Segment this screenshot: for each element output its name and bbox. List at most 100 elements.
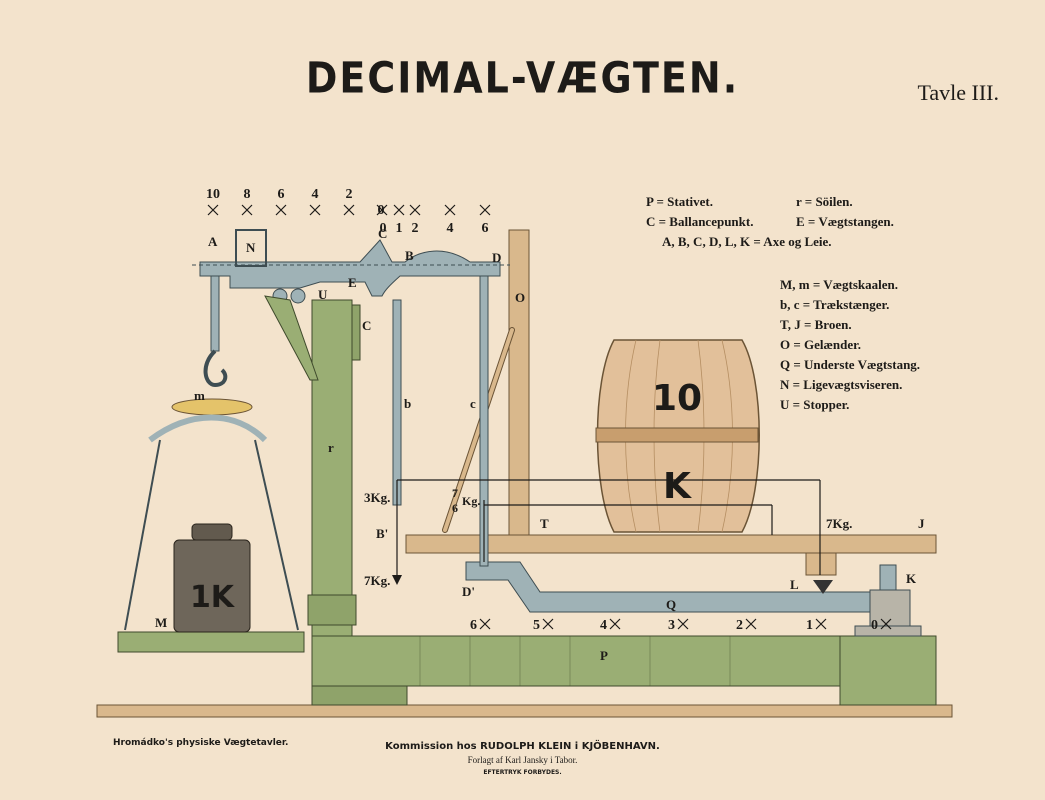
label-m: m	[194, 388, 205, 403]
top-scale-num: 6	[278, 187, 285, 202]
top-scale-num: 8	[244, 187, 251, 202]
column-bracket	[351, 304, 361, 361]
label-C-top: C	[378, 226, 387, 241]
top-scale-num: 10	[206, 187, 220, 202]
railing-post	[508, 229, 530, 536]
weight-7-num: 7	[452, 486, 458, 500]
rod-c	[479, 275, 489, 567]
legend-item: O = Gelænder.	[780, 337, 861, 352]
barrel-label-bottom: K	[663, 466, 692, 507]
footer-series: Hromádko's physiske Vægtetavler.	[113, 738, 289, 748]
top-scale-num: 4	[447, 221, 454, 236]
footer-imprint: Forlagt af Karl Jansky i Tabor.	[467, 755, 578, 765]
legend-r: r = Söilen.	[796, 194, 853, 209]
top-scale-num: 1	[396, 221, 403, 236]
balance-indicator	[235, 229, 267, 267]
label-B-prime: B'	[376, 526, 388, 541]
bearing-k	[879, 564, 897, 591]
footer-publisher: Kommission hos RUDOLPH KLEIN i KJÖBENHAV…	[385, 741, 660, 752]
weight-1k-label: 1K	[190, 580, 236, 615]
stand-foot-left	[311, 685, 408, 706]
label-L: L	[790, 577, 799, 592]
legend-list: M, m = Vægtskaalen. b, c = Trækstænger. …	[780, 275, 920, 415]
weight-1k	[173, 539, 251, 633]
plate-number: Tavle III.	[917, 80, 999, 105]
fulcrum-base	[854, 625, 922, 637]
top-scale: 10 8 6 4 2 0 0 1 2 4 6	[206, 187, 491, 236]
legend-item: Q = Underste Vægtstang.	[780, 357, 921, 372]
legend-c: C = Ballancepunkt.	[646, 214, 754, 229]
label-C: C	[362, 318, 371, 333]
column-collar	[307, 594, 357, 626]
bottom-scale: 6 5 4 3 2 1 0	[470, 618, 892, 633]
top-scale-num: 0	[380, 221, 387, 236]
stand-foot-right	[839, 635, 937, 706]
label-K: K	[906, 571, 917, 586]
weight-7kg-right: 7Kg.	[826, 516, 852, 531]
top-scale-num: 6	[482, 221, 489, 236]
legend-top: P = Stativet. r = Söilen. C = Ballancepun…	[646, 192, 894, 252]
bottom-scale-num: 0	[871, 618, 878, 633]
legend-p: P = Stativet.	[646, 194, 713, 209]
pan-m	[171, 398, 253, 416]
rod-b	[392, 299, 402, 506]
weight-7kg-left: 7Kg.	[364, 573, 390, 588]
label-D: D	[492, 250, 501, 265]
hook-left	[203, 349, 228, 388]
label-b: b	[404, 396, 411, 411]
bottom-scale-num: 5	[533, 618, 540, 633]
knife-edge-l	[813, 580, 833, 594]
legend-item: U = Stopper.	[780, 397, 850, 412]
barrel-hoop	[595, 427, 759, 443]
label-M: M	[155, 615, 167, 630]
floor-board	[96, 704, 953, 718]
weight-handle	[191, 523, 233, 541]
column	[311, 299, 353, 637]
label-c: c	[470, 396, 476, 411]
footer-copyright: EFTERTRYK FORBYDES.	[483, 769, 562, 776]
label-r: r	[328, 440, 334, 455]
arrow-down	[392, 575, 402, 585]
legend-item: M, m = Vægtskaalen.	[780, 277, 899, 292]
column-arm	[264, 295, 319, 381]
page-title: DECIMAL-VÆGTEN.	[305, 53, 740, 103]
label-U: U	[318, 287, 328, 302]
label-P: P	[600, 648, 608, 663]
top-scale-num: 4	[312, 187, 319, 202]
label-B: B	[405, 248, 414, 263]
stopper-u-pin	[290, 288, 306, 304]
pan-platform-M	[117, 631, 305, 653]
platform-leg	[805, 552, 837, 576]
weight-7-den: 6	[452, 501, 458, 515]
force-lines	[396, 479, 821, 580]
legend-e: E = Vægtstangen.	[796, 214, 894, 229]
platform	[405, 534, 937, 554]
label-Q: Q	[666, 597, 676, 612]
legend-axes: A, B, C, D, L, K = Axe og Leie.	[662, 234, 832, 249]
pan-chain	[254, 439, 299, 631]
label-A: A	[208, 234, 218, 249]
label-J: J	[918, 516, 925, 531]
label-O: O	[515, 290, 525, 305]
pan-yoke	[148, 414, 268, 443]
top-scale-num: 2	[346, 187, 353, 202]
barrel-label-top: 10	[652, 378, 702, 419]
bottom-scale-num: 3	[668, 618, 675, 633]
rod-left	[210, 275, 220, 352]
label-N: N	[246, 240, 256, 255]
upper-beam	[199, 239, 501, 297]
label-D-prime: D'	[462, 584, 475, 599]
pan-chain	[124, 439, 161, 631]
stand-base	[311, 635, 841, 687]
stand-base-panels	[419, 636, 731, 686]
legend-item: T, J = Broen.	[780, 317, 852, 332]
label-E: E	[348, 275, 357, 290]
top-scale-num: 2	[412, 221, 419, 236]
label-T: T	[540, 516, 549, 531]
bottom-scale-num: 1	[806, 618, 813, 633]
bottom-scale-num: 2	[736, 618, 743, 633]
bottom-scale-num: 6	[470, 618, 477, 633]
bottom-scale-num: 4	[600, 618, 607, 633]
